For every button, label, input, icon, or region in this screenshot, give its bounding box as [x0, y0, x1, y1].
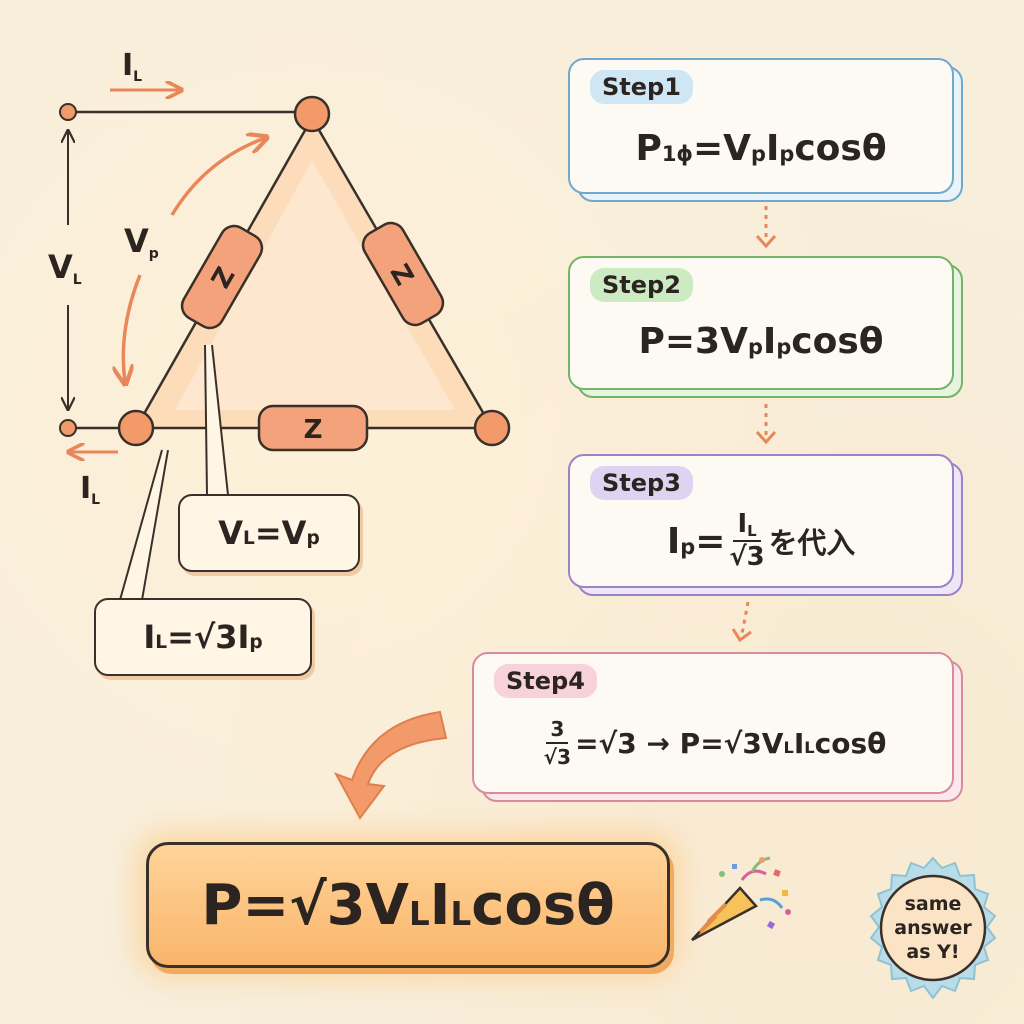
impedance-left: Z: [180, 224, 264, 330]
il-bottom-label: IL: [80, 471, 100, 508]
vp-arc-up: [170, 138, 265, 216]
node-bottom-left: [117, 409, 155, 447]
step2-tag: Step2: [590, 268, 693, 302]
connector-3-4: [740, 601, 750, 635]
step4-tag: Step4: [494, 664, 597, 698]
badge-text: same answer as Y!: [894, 893, 972, 963]
step1-tag: Step1: [590, 70, 693, 104]
badge-seal-icon: [869, 856, 997, 1000]
node-top: [293, 95, 331, 133]
vp-label: Vp: [124, 222, 159, 262]
impedance-right: Z: [361, 221, 445, 327]
final-curved-arrow: [333, 710, 448, 820]
same-answer-badge: same answer as Y!: [858, 854, 1008, 1004]
step3-tag: Step3: [590, 466, 693, 500]
impedance-bottom: Z: [257, 404, 369, 452]
party-popper-icon: [691, 856, 791, 942]
terminal-top: [59, 103, 77, 121]
vl-label: VL: [48, 248, 82, 288]
terminal-bottom: [59, 419, 77, 437]
il-top-label: IL: [122, 48, 142, 85]
vp-arc-down: [123, 274, 142, 382]
impedance-bottom-label: Z: [304, 415, 323, 445]
node-bottom-right: [473, 409, 511, 447]
